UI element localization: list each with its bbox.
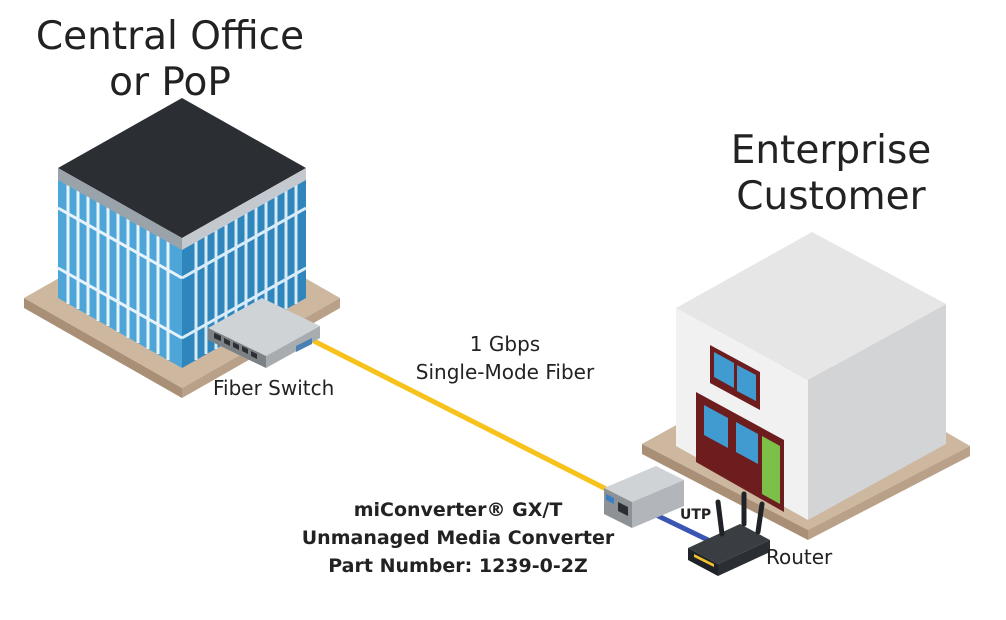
fiber-link-type: Single-Mode Fiber [415, 360, 595, 384]
utp-label: UTP [680, 507, 712, 523]
router-label: Router [766, 545, 833, 569]
enterprise-title: Enterprise Customer [702, 128, 960, 220]
enterprise-title-line2: Customer [736, 174, 926, 219]
central-office-title-line2: or PoP [109, 60, 231, 105]
utp-cable [647, 509, 711, 543]
fiber-cable [305, 335, 615, 495]
media-converter-name: miConverter® GX/T [353, 499, 563, 521]
central-office-title-line1: Central Office [35, 14, 305, 59]
fiber-switch-label: Fiber Switch [213, 376, 335, 400]
fiber-switch [208, 298, 320, 368]
central-office-building [57, 98, 307, 368]
router [688, 491, 770, 576]
enterprise-title-line1: Enterprise [730, 128, 932, 173]
media-converter-part-number: Part Number: 1239-0-2Z [328, 555, 588, 577]
media-converter [604, 466, 684, 528]
fiber-link-label: 1 Gbps Single-Mode Fiber [395, 330, 615, 386]
fiber-link-speed: 1 Gbps [469, 332, 541, 356]
central-office-title: Central Office or PoP [20, 14, 320, 106]
media-converter-label: miConverter® GX/T Unmanaged Media Conver… [268, 496, 648, 580]
enterprise-building [676, 232, 946, 520]
media-converter-description: Unmanaged Media Converter [301, 527, 615, 549]
